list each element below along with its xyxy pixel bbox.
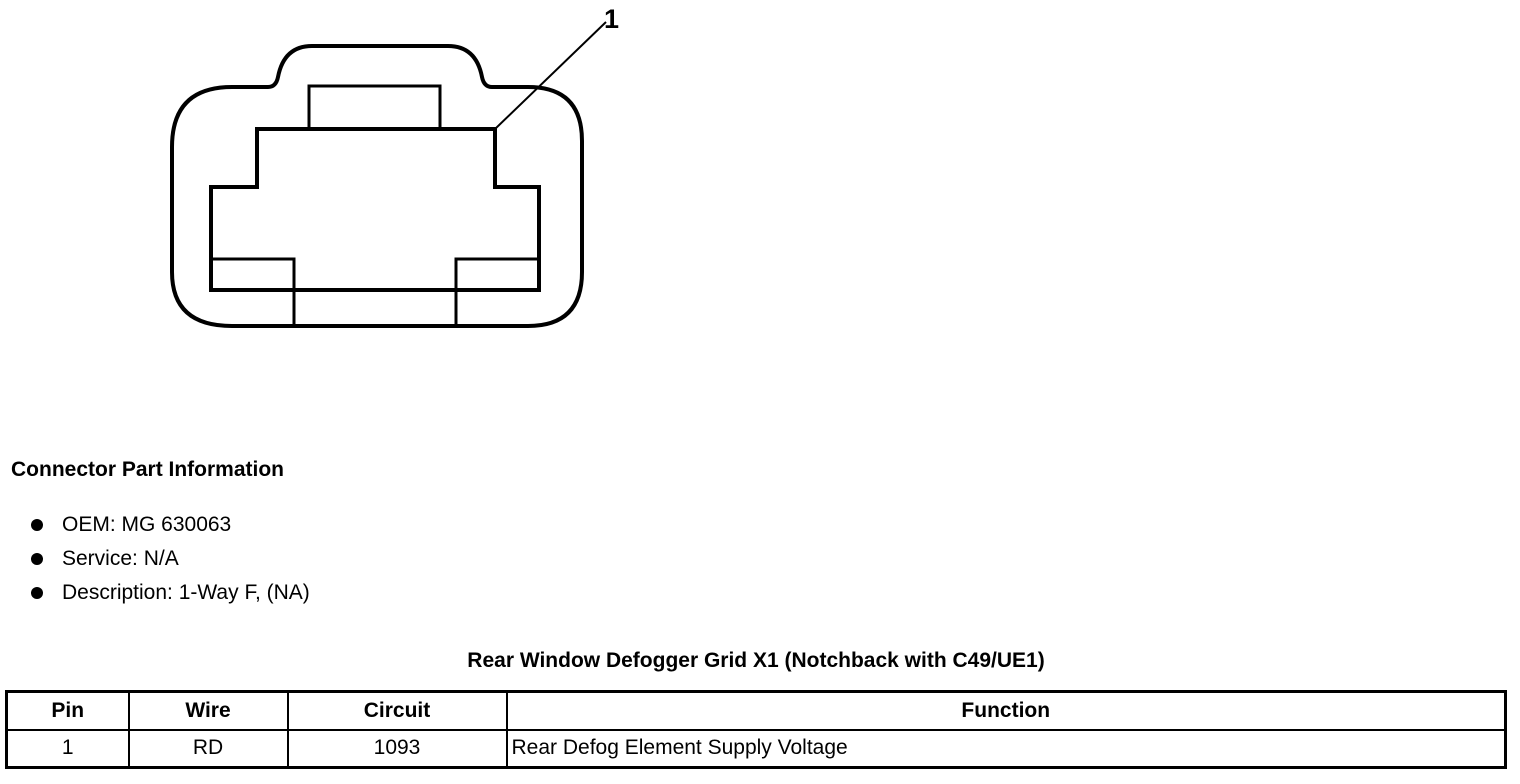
bullet-icon [31, 587, 43, 599]
connector-housing-outline [170, 44, 584, 328]
header-wire: Wire [127, 690, 289, 731]
header-function: Function [505, 690, 1507, 731]
pin-table: Pin Wire Circuit Function 1 RD 1093 Rear… [5, 690, 1507, 769]
connector-info-list: OEM: MG 630063 Service: N/A Description:… [28, 512, 310, 614]
connector-top-tab [307, 84, 442, 129]
description-text: Description: 1-Way F, (NA) [62, 581, 310, 604]
callout-label-pin-1: 1 [604, 4, 619, 34]
pin-table-caption: Rear Window Defogger Grid X1 (Notchback … [467, 649, 1045, 672]
connector-face-diagram: 1 [170, 4, 619, 328]
callout-leader-line [494, 21, 607, 130]
header-pin: Pin [5, 690, 130, 731]
cell-pin: 1 [5, 728, 130, 769]
cell-circuit: 1093 [286, 728, 508, 769]
bullet-icon [31, 553, 43, 565]
list-item-service: Service: N/A [28, 546, 310, 580]
bullet-icon [31, 519, 43, 531]
service-text: Service: N/A [62, 547, 179, 570]
header-circuit: Circuit [286, 690, 508, 731]
cell-wire: RD [127, 728, 289, 769]
table-row: 1 RD 1093 Rear Defog Element Supply Volt… [5, 728, 1507, 769]
oem-text: OEM: MG 630063 [62, 513, 232, 536]
connector-cavity-outline [209, 127, 541, 292]
list-item-oem: OEM: MG 630063 [28, 512, 310, 546]
cell-function: Rear Defog Element Supply Voltage [505, 728, 1507, 769]
table-header-row: Pin Wire Circuit Function [5, 690, 1507, 731]
connector-right-key [454, 257, 539, 326]
list-item-description: Description: 1-Way F, (NA) [28, 580, 310, 614]
connector-info-heading: Connector Part Information [11, 458, 285, 481]
connector-left-key [211, 257, 296, 326]
